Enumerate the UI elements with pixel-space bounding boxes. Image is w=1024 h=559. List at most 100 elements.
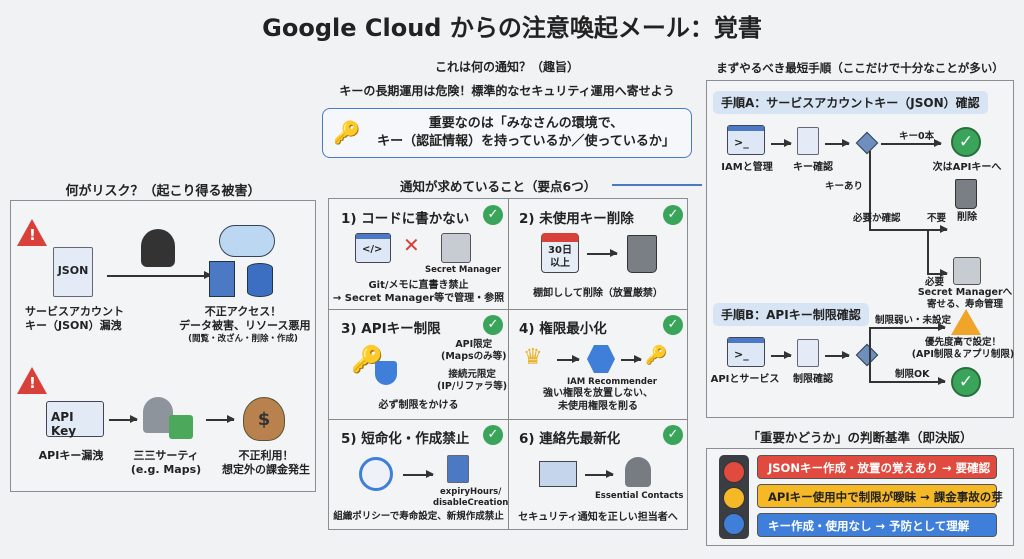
arrow	[771, 140, 792, 146]
json-impact-label: 不正アクセス！データ被害、リソース悪用(閲覧・改ざん・削除・作成)	[179, 305, 311, 344]
text: (API制限＆アプリ制限)	[911, 348, 1015, 360]
iam-label: IAMと管理	[721, 162, 773, 173]
page-title: Google Cloud からの注意喚起メール：覚書	[262, 14, 762, 42]
step-a-label: 手順A：サービスアカウントキー（JSON）確認	[713, 91, 988, 114]
purpose-subtitle: キーの長期運用は危険！標準的なセキュリティ運用へ寄せよう	[339, 84, 675, 98]
safe-icon	[953, 257, 981, 285]
arrow	[585, 471, 614, 477]
priority-label: 優先度高で設定！(API制限＆アプリ制限)	[911, 337, 1015, 361]
warning-icon	[951, 309, 981, 335]
text: キー（JSON）漏洩	[25, 319, 122, 333]
document-icon	[447, 455, 469, 483]
server-icon	[209, 261, 235, 297]
iam-recommender-icon	[587, 345, 615, 373]
key-document-icon	[797, 339, 819, 367]
text: Secret Managerへ	[917, 287, 1013, 298]
secret-manager-label: Secret Managerへ寄せる、寿命管理	[917, 287, 1013, 311]
text: (e.g. Maps)	[130, 463, 202, 477]
json-file-icon: JSON	[53, 247, 93, 297]
arrow	[107, 272, 212, 278]
check-icon: ✓	[663, 315, 683, 335]
crown-icon: ♛	[523, 345, 543, 370]
warning-icon: !	[17, 367, 47, 394]
check-icon: ✓	[483, 425, 503, 445]
safe-icon	[441, 233, 471, 263]
point-3-title: 3) APIキー制限	[341, 321, 441, 337]
code-window-icon: </>	[355, 233, 391, 263]
point-1-desc: Git/メモに直書き禁止→ Secret Manager等で管理・参照	[329, 279, 508, 305]
key-check-label: キー確認	[793, 162, 833, 173]
terminal-icon: >_	[727, 337, 765, 367]
api-services-label: APIとサービス	[710, 374, 780, 385]
point-2-desc: 棚卸しして削除（放置厳禁）	[533, 288, 663, 299]
arrow	[869, 378, 946, 384]
text: キー（認証情報）を持っているか／使っているか」	[377, 134, 675, 149]
arrow	[825, 140, 850, 146]
limit-check-label: 制限確認	[793, 374, 833, 385]
mail-icon	[539, 461, 577, 487]
arrow	[206, 416, 235, 422]
billing-label: 不正利用！想定外の課金発生	[221, 449, 311, 478]
point-6-desc: セキュリティ通知を正しい担当者へ	[518, 512, 678, 523]
check-icon: ✓	[663, 205, 683, 225]
text: 強い権限を放置しない、	[543, 388, 653, 399]
arrow	[825, 352, 850, 358]
trash-icon	[955, 179, 977, 209]
criteria-heading: 「重要かどうか」の判断基準（即決版）	[747, 430, 973, 445]
arrow	[557, 356, 580, 362]
text: expiryHours/	[440, 487, 502, 497]
arrow-to-steps	[612, 184, 702, 186]
steps-panel: 手順A：サービスアカウントキー（JSON）確認 >_ キー0本 ✓ IAMと管理…	[706, 80, 1014, 418]
text: API限定	[455, 339, 493, 350]
key-document-icon	[797, 127, 819, 155]
cross-icon: ✕	[403, 233, 420, 257]
secret-manager-tag: Secret Manager	[425, 265, 501, 275]
api-limit-tag: API限定(Mapsのみ等)	[441, 339, 507, 363]
arrow	[869, 226, 948, 232]
point-6-title: 6) 連絡先最新化	[519, 431, 621, 447]
risk-panel: ! JSON サービスアカウントキー（JSON）漏洩 不正アクセス！データ被害、…	[10, 200, 316, 492]
points-grid: 1) コードに書かない ✓ </> ✕ Secret Manager Git/メ…	[328, 198, 688, 530]
text: (IP/リファラ等)	[437, 380, 508, 392]
third-party-label: 三三サーティ(e.g. Maps)	[126, 449, 206, 478]
point-5-desc: 組織ポリシーで寿命設定、新規作成禁止	[333, 511, 504, 522]
text: 重要なのは「みなさんの環境で、	[428, 116, 624, 131]
delete-label: 削除	[957, 212, 977, 223]
yellow-light	[723, 487, 745, 509]
points-heading: 通知が求めていること（要点6つ）	[400, 179, 597, 194]
has-keys-label: キーあり	[825, 181, 864, 192]
contact-icon	[625, 457, 651, 487]
source-limit-tag: 接続元限定(IP/リファラ等)	[437, 369, 507, 393]
point-1-title: 1) コードに書かない	[341, 211, 470, 227]
cloud-icon	[219, 225, 275, 257]
text: (Mapsのみ等)	[441, 350, 507, 362]
arrow	[587, 250, 618, 256]
hacker-icon	[141, 229, 175, 267]
steps-heading: まずやるべき最短手順（ここだけで十分なことが多い）	[716, 61, 1004, 75]
key-icon: 🔑	[645, 345, 668, 366]
criteria-panel: JSONキー作成・放置の覚えあり → 要確認 APIキー使用中で制限が曖昧 → …	[706, 448, 1014, 546]
callout-text: 重要なのは「みなさんの環境で、キー（認証情報）を持っているか／使っているか」	[363, 115, 689, 151]
key-icon: 🔑	[333, 121, 361, 146]
arrow	[927, 270, 948, 276]
limit-ok-label: 制限OK	[895, 369, 930, 380]
decision-diamond	[855, 343, 879, 367]
maps-icon	[169, 415, 193, 439]
text: 不正アクセス！	[204, 305, 282, 318]
essential-contacts-tag: Essential Contacts	[595, 491, 684, 501]
criteria-item-blue: キー作成・使用なし → 予防として理解	[757, 513, 997, 537]
blue-light	[723, 513, 745, 535]
calendar-icon: 30日 以上	[541, 233, 579, 273]
text: データ被害、リソース悪用	[179, 319, 311, 333]
point-2-title: 2) 未使用キー削除	[519, 211, 634, 227]
json-leak-label: サービスアカウントキー（JSON）漏洩	[25, 305, 124, 334]
text: 優先度高で設定！	[924, 337, 1001, 348]
terminal-icon: >_	[727, 125, 765, 155]
criteria-item-yellow: APIキー使用中で制限が曖昧 → 課金事故の芽	[757, 484, 1003, 508]
iam-recommender-tag: IAM Recommender	[567, 377, 657, 387]
arrow	[771, 352, 792, 358]
apikey-leak-label: APIキー漏洩	[38, 449, 104, 462]
text: サービスアカウント	[25, 305, 124, 318]
point-4-desc: 強い権限を放置しない、未使用権限を削る	[509, 387, 687, 413]
check-need-label: 必要か確認	[853, 213, 901, 224]
